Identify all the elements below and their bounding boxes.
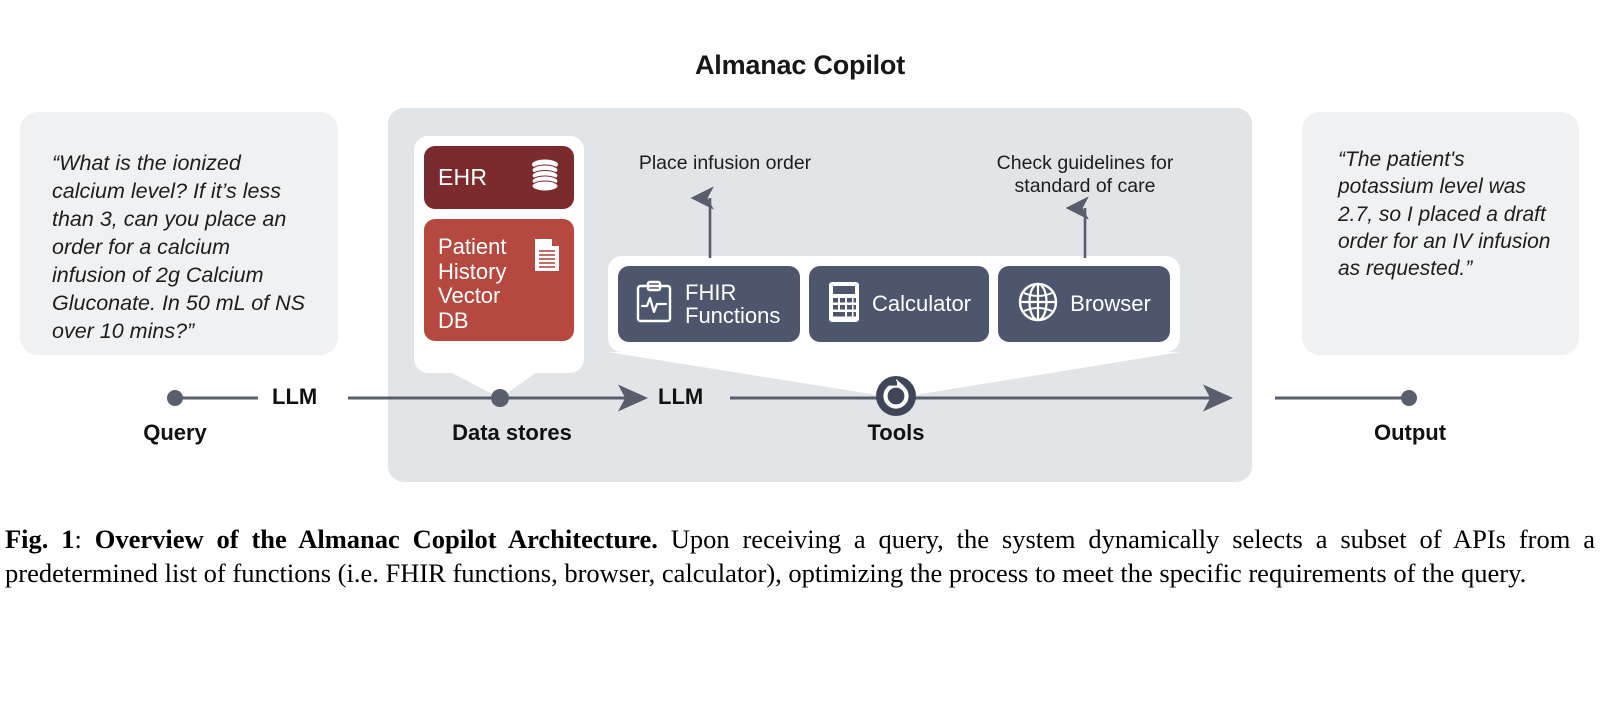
data-store-patient-history-label: Patient History Vector DB — [438, 234, 507, 333]
tool-fhir-functions-label: FHIR Functions — [685, 279, 781, 328]
globe-icon — [1017, 281, 1059, 328]
callout-check-guidelines: Check guidelines for standard of care — [996, 152, 1174, 197]
page-title: Almanac Copilot — [694, 50, 906, 80]
pipeline-timeline: LLM LLM Query Data stores Tools Output — [143, 376, 1447, 445]
clipboard-ecg-icon — [634, 280, 674, 329]
tool-calculator[interactable]: Calculator — [809, 266, 989, 342]
timeline-stage-output: Output — [1373, 420, 1447, 445]
caption-figure-number: Fig. 1 — [5, 524, 75, 554]
figure-caption: Fig. 1: Overview of the Almanac Copilot … — [5, 522, 1595, 591]
data-stores-card: EHR Patient History Vector DB — [414, 136, 584, 373]
caption-body: Upon receiving a query, the system dynam… — [5, 524, 1595, 589]
timeline-node-output — [1401, 390, 1417, 406]
timeline-node-datastores — [491, 389, 509, 407]
data-store-ehr[interactable]: EHR — [424, 146, 574, 209]
tool-browser[interactable]: Browser — [998, 266, 1170, 342]
tools-funnel — [608, 352, 1180, 398]
timeline-llm-label-1: LLM — [272, 384, 318, 409]
calculator-icon — [827, 280, 861, 329]
output-text: “The patient's potassium level was 2.7, … — [1338, 148, 1551, 281]
timeline-stage-query: Query — [143, 420, 207, 445]
timeline-node-query — [167, 390, 183, 406]
timeline-stage-tools: Tools — [867, 420, 925, 445]
tool-browser-label: Browser — [1070, 291, 1151, 317]
timeline-stage-data-stores: Data stores — [452, 420, 572, 445]
timeline-llm-label-2: LLM — [658, 384, 704, 409]
tool-calculator-label: Calculator — [871, 291, 972, 317]
database-icon — [530, 158, 560, 197]
data-store-patient-history[interactable]: Patient History Vector DB — [424, 219, 574, 341]
query-text-box: “What is the ionized calcium level? If i… — [20, 112, 338, 355]
caption-bold-title: Overview of the Almanac Copilot Architec… — [94, 524, 658, 554]
document-icon — [532, 237, 562, 278]
tool-fhir-functions[interactable]: FHIR Functions — [618, 266, 800, 342]
caption-separator: : — [74, 524, 95, 554]
data-store-ehr-label: EHR — [438, 164, 488, 190]
query-text: “What is the ionized calcium level? If i… — [52, 151, 305, 343]
callout-place-infusion-order: Place infusion order — [638, 152, 812, 174]
figure-stage: Almanac Copilot “What is the ionized cal… — [20, 50, 1579, 482]
refresh-loop-icon — [876, 376, 916, 416]
tools-card: FHIR Functions — [608, 256, 1180, 352]
output-text-box: “The patient's potassium level was 2.7, … — [1302, 112, 1579, 355]
